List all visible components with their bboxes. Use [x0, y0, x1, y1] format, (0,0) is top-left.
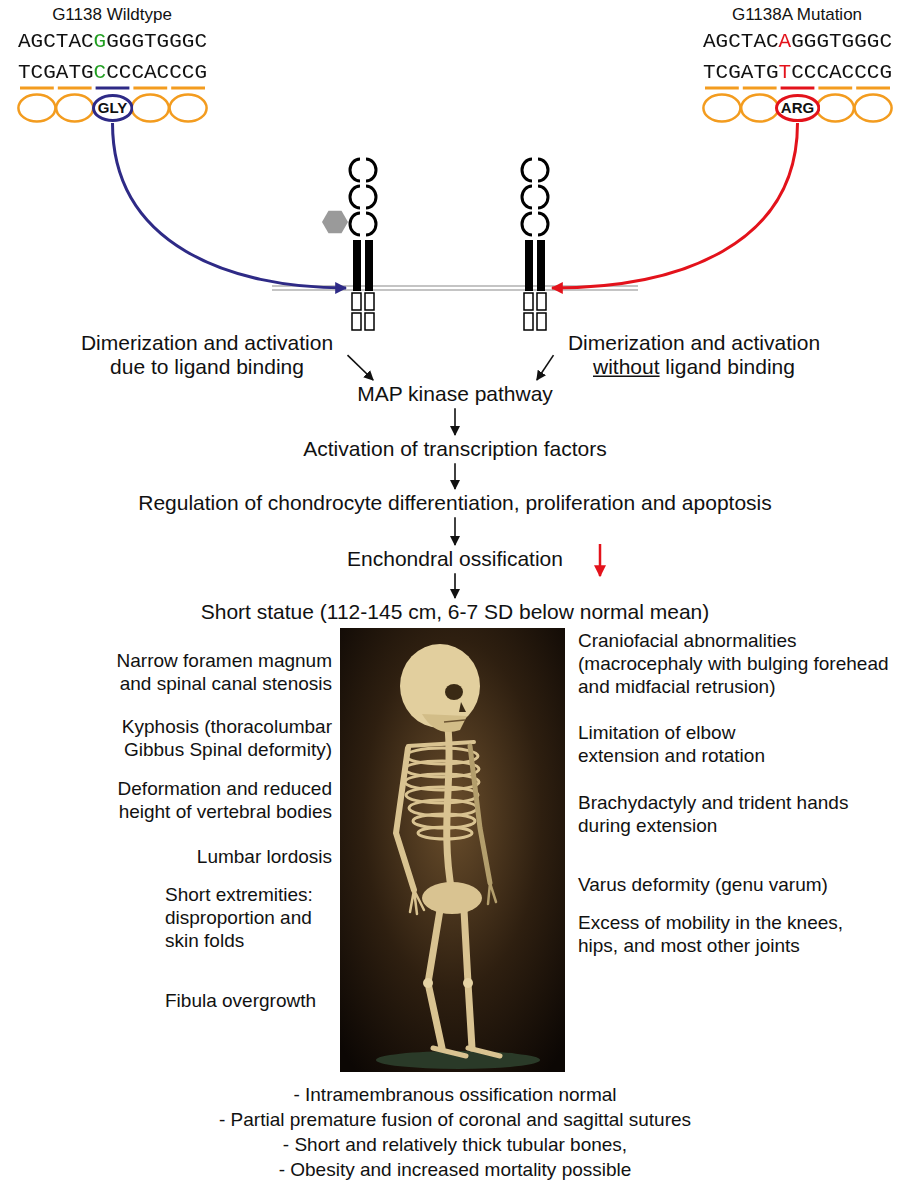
hand [410, 890, 424, 914]
eye-socket [445, 684, 463, 700]
spine [447, 728, 452, 893]
codon-oval: GLY [92, 94, 133, 122]
step-text: Dimerization and activation without liga… [559, 331, 830, 379]
pelvis [422, 882, 482, 914]
note-line: - Obesity and increased mortality possib… [279, 1159, 632, 1182]
pathway-step: Enchondral ossification [345, 546, 565, 572]
jaw [422, 714, 467, 732]
feature-label: Lumbar lordosis [197, 846, 332, 869]
feature-label: Fibula overgrowth [165, 990, 316, 1013]
flow-arrow [454, 517, 456, 545]
dna-sequence: TCGATGTCCCACCCG [703, 62, 892, 83]
fgfr3-receptor [350, 159, 376, 330]
cell-membrane [272, 289, 638, 290]
step-text: Regulation of chondrocyte differentiatio… [138, 491, 772, 515]
flow-arrow [537, 355, 554, 380]
knee [463, 978, 473, 988]
amino-acid-oval [56, 95, 93, 122]
amino-acid-oval [855, 95, 892, 122]
step-text: Enchondral ossification [347, 547, 563, 571]
feature-label: Craniofacial abnormalities (macrocephaly… [578, 630, 900, 698]
feature-label: Kyphosis (thoracolumbar Gibbus Spinal de… [97, 716, 332, 762]
amino-acid-oval [170, 95, 207, 122]
feature-label: Brachydactyly and trident hands during e… [578, 792, 868, 838]
knee [423, 978, 433, 988]
codon-underline [781, 87, 815, 90]
codon-underlines [20, 87, 890, 90]
dna-sequence: AGCTACAGGGTGGGC [703, 31, 892, 52]
pathway-step: Activation of transcription factors [301, 436, 608, 462]
pathway-step: Dimerization and activation due to ligan… [70, 330, 345, 380]
wildtype-arrow [113, 123, 347, 288]
leg [464, 910, 472, 1048]
fgfr3-receptor [522, 159, 548, 330]
step-text: Dimerization and activation due to ligan… [72, 331, 343, 379]
arm [396, 748, 414, 890]
codon-underline [58, 87, 92, 90]
hand [488, 883, 496, 904]
oval-outline [776, 96, 818, 121]
rib [418, 827, 472, 839]
codon-underline [818, 87, 852, 90]
codon-underline [705, 87, 739, 90]
flow-arrow [454, 573, 456, 598]
feature-label: Deformation and reduced height of verteb… [97, 778, 332, 824]
note-line: - Short and relatively thick tubular bon… [283, 1134, 627, 1157]
codon-underline [171, 87, 205, 90]
note-line: - Intramembranous ossification normal [293, 1084, 616, 1107]
codon-underline [856, 87, 890, 90]
arm [470, 746, 490, 883]
amino-acid-oval [132, 95, 169, 122]
flow-arrow [454, 408, 456, 435]
codon-underline [20, 87, 54, 90]
mutation-arrow [552, 123, 798, 288]
dna-sequence: TCGATGCCCCACCCG [18, 62, 207, 83]
ligand-hexagon [322, 211, 348, 234]
step-text: Activation of transcription factors [303, 437, 606, 461]
pathway-step: MAP kinase pathway [355, 381, 555, 407]
foot [433, 1048, 500, 1056]
amino-acid-oval [817, 95, 854, 122]
skeleton [396, 728, 500, 1056]
note-line: - Partial premature fusion of coronal an… [219, 1109, 691, 1132]
feature-label: Narrow foramen magnum and spinal canal s… [97, 650, 332, 696]
teeth [444, 720, 465, 722]
clavicle [408, 742, 474, 746]
codon-oval: ARG [775, 94, 820, 122]
flow-arrow [454, 463, 456, 489]
decrease-arrow [599, 544, 602, 576]
codon-underline [96, 87, 130, 90]
pathway-step: Short statue (112-145 cm, 6-7 SD below n… [199, 599, 712, 625]
codon-underline [133, 87, 167, 90]
amino-acid-oval [18, 95, 55, 122]
step-text: Short statue (112-145 cm, 6-7 SD below n… [201, 600, 710, 624]
oval-outline [93, 96, 131, 121]
allele-title: G1138 Wildtype [52, 5, 172, 25]
pathway-step: Dimerization and activation without liga… [557, 330, 832, 380]
feature-label: Limitation of elbow extension and rotati… [578, 722, 798, 768]
photo-background [340, 628, 565, 1072]
skeleton-photo [340, 628, 565, 1072]
amino-acid-oval [703, 95, 740, 122]
amino-acid-chain [18, 95, 891, 122]
codon-underline [743, 87, 777, 90]
feature-label: Short extremities: disproportion and ski… [165, 884, 335, 952]
amino-acid-oval [741, 95, 778, 122]
flow-arrow [348, 355, 374, 380]
amino-acid-name: ARG [781, 99, 814, 116]
nasal-cavity [459, 702, 466, 712]
feature-label: Excess of mobility in the knees, hips, a… [578, 912, 873, 958]
pathway-step: Regulation of chondrocyte differentiatio… [136, 490, 774, 516]
amino-acid-name: GLY [98, 99, 127, 116]
feature-label: Varus deformity (genu varum) [578, 874, 828, 897]
step-text: MAP kinase pathway [357, 382, 553, 406]
allele-title: G1138A Mutation [732, 5, 862, 25]
dna-sequence: AGCTACGGGGTGGGC [18, 31, 207, 52]
